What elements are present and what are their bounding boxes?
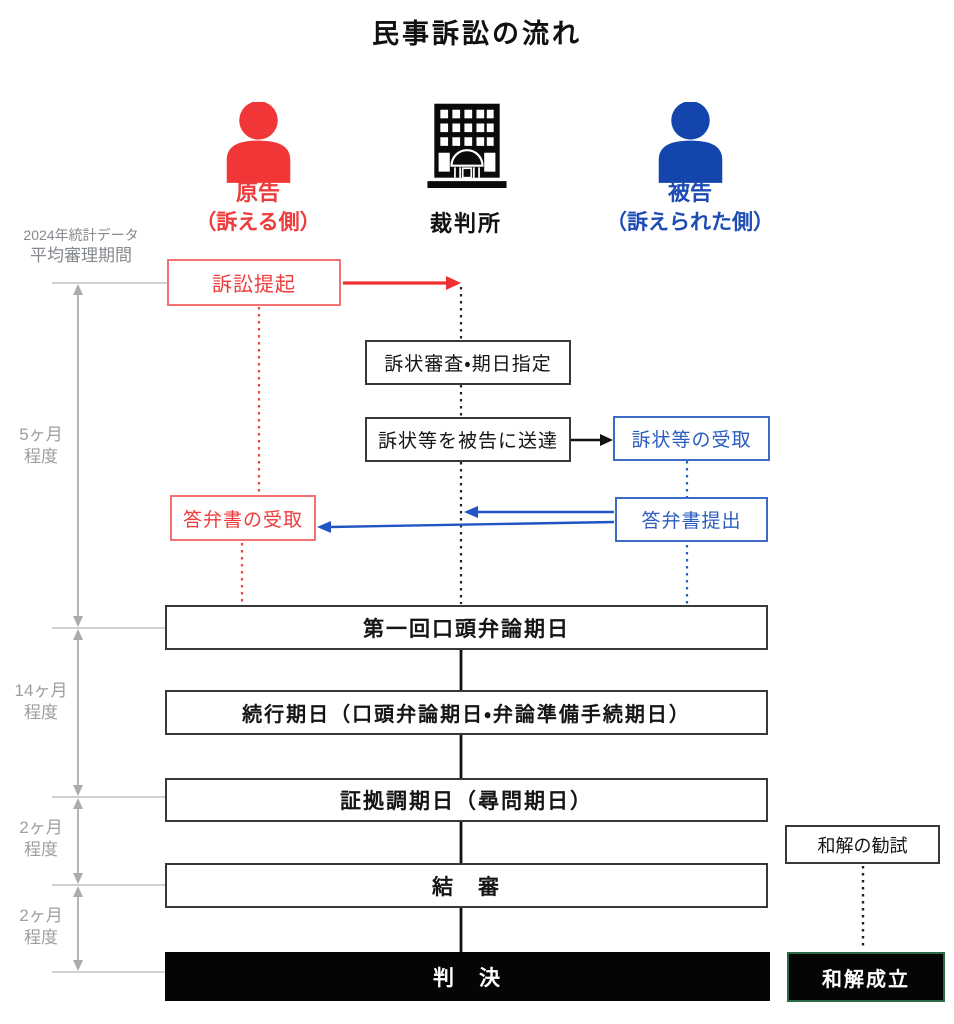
box-settlement-attempt: 和解の勧試 xyxy=(785,825,940,864)
statistics-note: 2024年統計データ 平均審理期間 xyxy=(0,227,162,266)
defendant-name: 被告 xyxy=(667,180,712,205)
box-answer-submission: 答弁書提出 xyxy=(615,497,768,542)
box-judgment: 判 決 xyxy=(165,952,770,1001)
defendant-person-icon xyxy=(658,102,723,183)
box-complaint-review: 訴状審査・期日指定 xyxy=(365,340,571,385)
box-answer-receipt: 答弁書の受取 xyxy=(170,495,316,541)
duration-label-14-months: 14ヶ月 程度 xyxy=(14,681,68,723)
defendant-sub-label: （訴えられた側） xyxy=(606,210,774,234)
arrow-filing-to-court xyxy=(343,276,461,290)
page-title: 民事訴訟の流れ xyxy=(372,19,582,49)
timeline-duration-arrows xyxy=(73,284,83,971)
box-service-to-defendant: 訴状等を被告に送達 xyxy=(365,417,571,462)
duration-label-2-months-b: 2ヶ月 程度 xyxy=(19,906,63,948)
statistics-note-line1: 2024年統計データ xyxy=(23,227,139,243)
arrow-service-to-defendant xyxy=(571,434,613,446)
box-evidence-examination: 証拠調期日（尋問期日） xyxy=(165,778,768,822)
plaintiff-person-icon xyxy=(226,102,291,183)
statistics-note-line2: 平均審理期間 xyxy=(30,245,132,265)
duration-label-2-months-a: 2ヶ月 程度 xyxy=(19,818,63,860)
box-complaint-receipt: 訴状等の受取 xyxy=(613,416,770,461)
timeline-tick-lines xyxy=(52,282,168,973)
box-continued-dates: 続行期日（口頭弁論期日・弁論準備手続期日） xyxy=(165,690,768,735)
box-conclusion-of-hearing: 結 審 xyxy=(165,863,768,908)
plaintiff-name: 原告 xyxy=(235,180,280,205)
courthouse-icon xyxy=(427,103,507,188)
box-settlement-reached: 和解成立 xyxy=(787,952,945,1002)
arrow-answer-to-plaintiff xyxy=(317,520,615,533)
duration-label-5-months: 5ヶ月 程度 xyxy=(19,425,63,467)
court-name: 裁判所 xyxy=(429,211,502,236)
arrow-answer-to-court xyxy=(464,506,614,518)
plaintiff-sub-label: （訴える側） xyxy=(195,210,321,234)
box-first-oral-hearing: 第一回口頭弁論期日 xyxy=(165,605,768,650)
box-filing: 訴訟提起 xyxy=(167,259,341,306)
